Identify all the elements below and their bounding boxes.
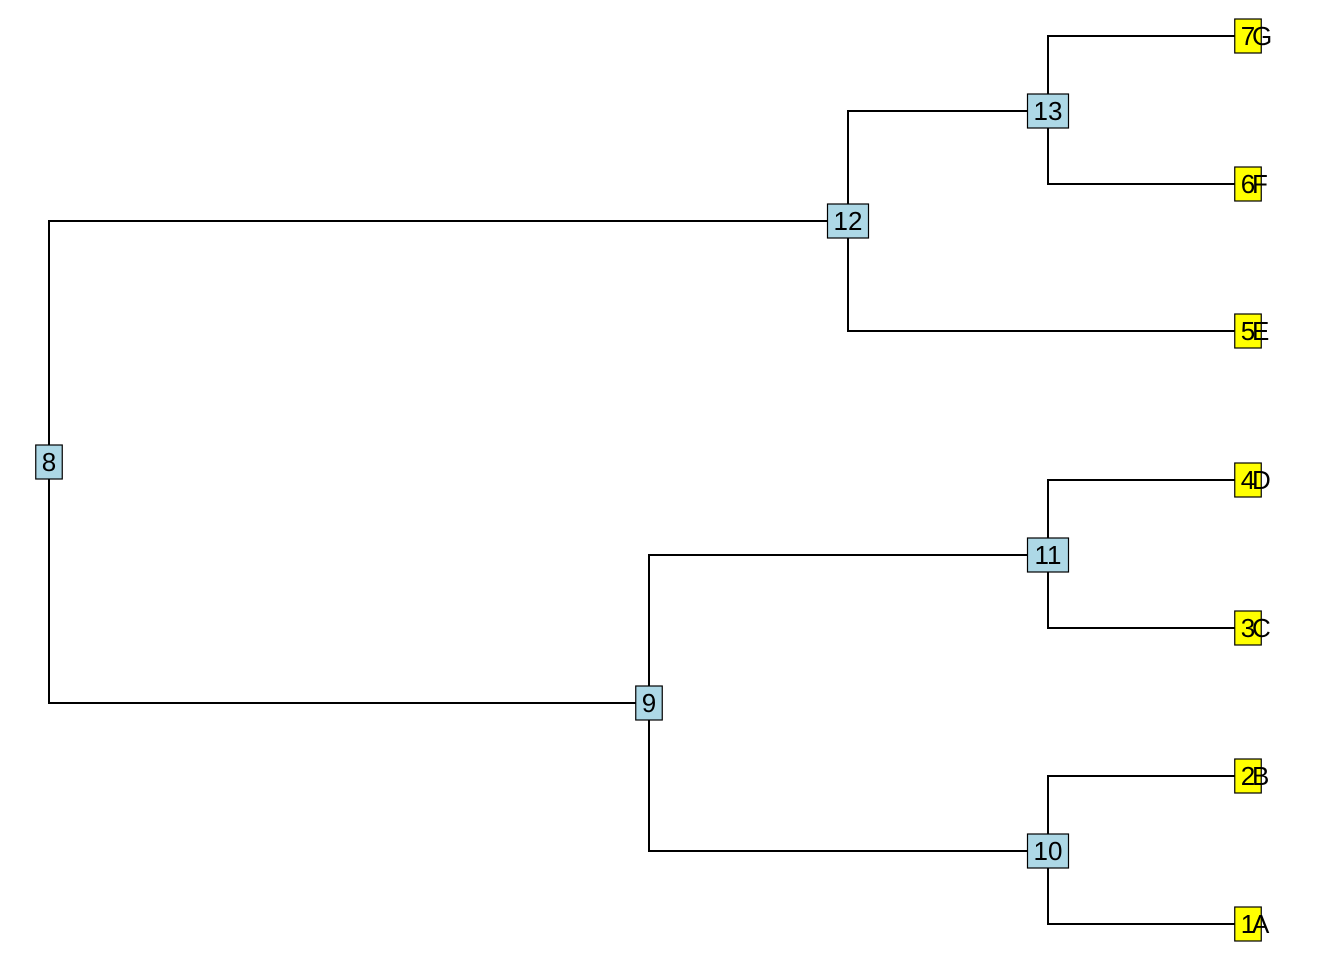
- node-box-3: [1234, 610, 1262, 646]
- edge-9-11: [648, 554, 1046, 703]
- edge-10-1: [1047, 851, 1246, 925]
- tip-label-B: B: [1252, 761, 1269, 791]
- node-box-11: [1026, 537, 1070, 573]
- node-box-7: [1234, 18, 1262, 54]
- tip-label-A: A: [1252, 909, 1270, 939]
- edge-12-5: [847, 221, 1246, 332]
- node-label-1: 1: [1241, 909, 1255, 939]
- node-box-6: [1234, 166, 1262, 202]
- node-11: 11: [1026, 537, 1070, 573]
- node-box-8: [35, 444, 63, 480]
- node-box-10: [1026, 833, 1070, 869]
- node-1: 1A: [1234, 906, 1270, 942]
- node-box-5: [1234, 313, 1262, 349]
- node-label-12: 12: [834, 206, 863, 236]
- node-13: 13: [1026, 93, 1070, 129]
- node-label-10: 10: [1034, 836, 1063, 866]
- node-5: 5E: [1234, 313, 1269, 349]
- node-label-2: 2: [1241, 761, 1255, 791]
- node-label-7: 7: [1241, 21, 1255, 51]
- tree-edges: [48, 35, 1246, 925]
- node-3: 3C: [1234, 610, 1271, 646]
- node-6: 6F: [1234, 166, 1268, 202]
- node-label-9: 9: [642, 688, 656, 718]
- edge-13-6: [1047, 111, 1246, 185]
- node-label-3: 3: [1241, 613, 1255, 643]
- edge-11-3: [1047, 555, 1246, 629]
- node-label-11: 11: [1035, 540, 1062, 570]
- node-box-4: [1234, 462, 1262, 498]
- edge-13-7: [1047, 35, 1246, 111]
- edge-12-13: [847, 110, 1046, 221]
- node-label-6: 6: [1241, 169, 1255, 199]
- tip-label-E: E: [1252, 316, 1269, 346]
- node-box-1: [1234, 906, 1262, 942]
- node-box-9: [635, 685, 663, 721]
- node-8: 8: [35, 444, 63, 480]
- node-label-5: 5: [1241, 316, 1255, 346]
- node-box-13: [1026, 93, 1070, 129]
- node-10: 10: [1026, 833, 1070, 869]
- tip-label-F: F: [1252, 169, 1268, 199]
- node-7: 7G: [1234, 18, 1272, 54]
- node-box-12: [826, 203, 870, 239]
- tip-label-D: D: [1252, 465, 1271, 495]
- tip-label-C: C: [1252, 613, 1271, 643]
- node-2: 2B: [1234, 758, 1269, 794]
- node-label-4: 4: [1241, 465, 1255, 495]
- tip-label-G: G: [1252, 21, 1272, 51]
- node-12: 12: [826, 203, 870, 239]
- edge-8-9: [48, 462, 647, 704]
- node-4: 4D: [1234, 462, 1271, 498]
- node-label-13: 13: [1034, 96, 1063, 126]
- node-label-8: 8: [42, 447, 56, 477]
- node-9: 9: [635, 685, 663, 721]
- edge-8-12: [48, 220, 846, 462]
- edge-11-4: [1047, 479, 1246, 555]
- node-box-2: [1234, 758, 1262, 794]
- edge-10-2: [1047, 775, 1246, 851]
- edge-9-10: [648, 703, 1046, 852]
